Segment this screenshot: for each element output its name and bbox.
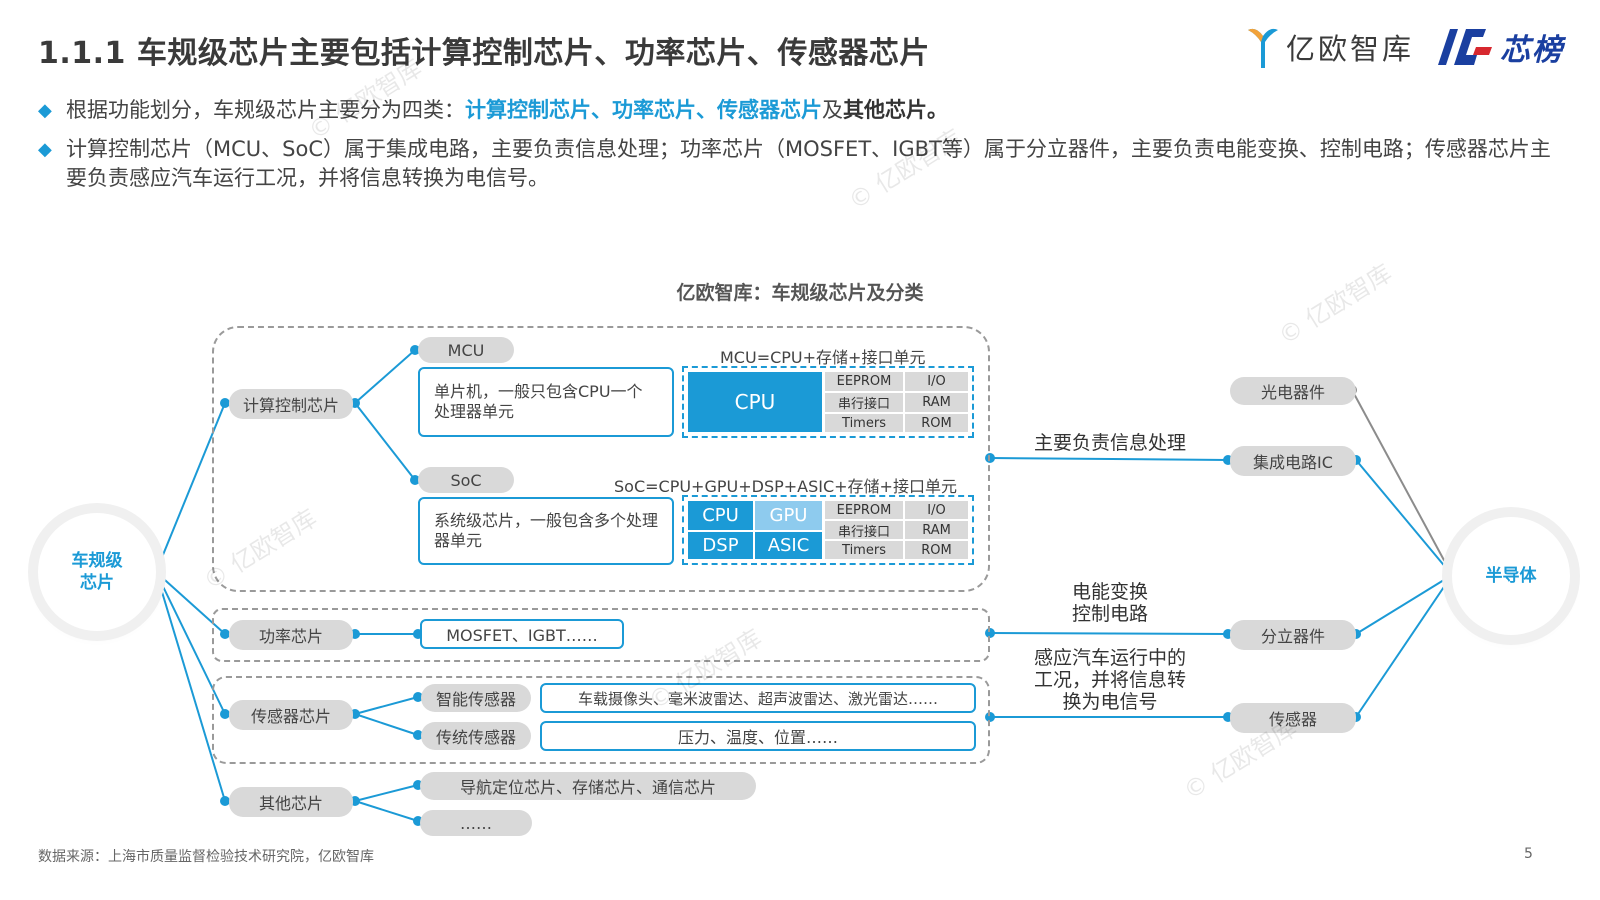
label-info-processing: 主要负责信息处理	[1033, 432, 1186, 454]
connector-opto-semi	[1351, 389, 1453, 576]
soc-asic-cell: ASIC	[755, 532, 822, 559]
mcu-ram-cell: RAM	[905, 393, 968, 412]
yiou-logo-text: 亿欧智库	[1286, 32, 1415, 66]
other-items-pill: 导航定位芯片、存储芯片、通信芯片	[420, 772, 756, 800]
node-power-chip: 功率芯片	[229, 620, 353, 650]
other-more-pill: ……	[420, 810, 532, 836]
node-integrated-circuit: 集成电路IC	[1230, 446, 1356, 476]
label-sensor-line-1: 感应汽车运行中的	[1033, 647, 1186, 669]
data-source: 数据来源：上海市质量监督检验技术研究院，亿欧智库	[38, 849, 374, 865]
soc-eeprom-cell: EEPROM	[825, 501, 903, 519]
bullet-1-text: 根据功能划分，车规级芯片主要分为四类：	[66, 98, 465, 122]
soc-serial-cell: 串行接口	[825, 521, 903, 540]
node-optoelectronic: 光电器件	[1230, 377, 1356, 405]
node-compute-chip: 计算控制芯片	[229, 389, 353, 419]
connector-other-items	[354, 784, 419, 802]
bullet-1-highlight-sensor: 传感器芯片	[717, 98, 822, 122]
power-group	[212, 608, 990, 662]
node-smart-sensor: 智能传感器	[421, 684, 531, 712]
soc-timers-cell: Timers	[825, 541, 903, 559]
mcu-rom-cell: ROM	[905, 414, 968, 432]
page-title: 1.1.1 车规级芯片主要包括计算控制芯片、功率芯片、传感器芯片	[38, 36, 930, 71]
page-number: 5	[1524, 846, 1533, 862]
mcu-io-cell: I/O	[905, 372, 968, 391]
root-node-label: 车规级 芯片	[71, 551, 123, 593]
bullet-1-and: 及	[822, 98, 843, 122]
connector-root-other	[155, 571, 226, 802]
yiou-logo: 亿欧智库	[1246, 22, 1414, 72]
bullet-1-highlight-compute: 计算控制芯片	[465, 98, 591, 122]
soc-gpu-cell: GPU	[755, 501, 822, 530]
diamond-bullet-icon: ◆	[38, 139, 52, 160]
compute-group	[212, 326, 990, 592]
connector-power-discrete	[989, 632, 1229, 635]
mcu-chip-block: CPU EEPROM I/O 串行接口 RAM Timers ROM	[682, 366, 974, 438]
sensor-group	[212, 676, 990, 764]
connector-other-more	[354, 800, 419, 822]
label-power-conversion: 电能变换 控制电路	[1020, 581, 1200, 625]
connector-sensor-smart	[354, 696, 419, 715]
connector-compute-soc	[354, 402, 416, 481]
bullet-1-sep: 、	[696, 98, 717, 122]
semiconductor-label: 半导体	[1485, 566, 1537, 586]
mcu-eeprom-cell: EEPROM	[825, 372, 903, 391]
connector-compute-mcu	[354, 349, 416, 404]
bullet-1: ◆ 根据功能划分，车规级芯片主要分为四类：计算控制芯片、功率芯片、传感器芯片及其…	[38, 96, 1568, 125]
connector-sensor-trad	[354, 713, 419, 736]
yiou-logo-icon	[1248, 28, 1278, 68]
node-trad-sensor: 传统传感器	[421, 722, 531, 750]
mcu-cpu-cell: CPU	[688, 372, 822, 432]
soc-description: 系统级芯片，一般包含多个处理器单元	[418, 497, 674, 565]
mcu-timers-cell: Timers	[825, 414, 903, 432]
label-power-line-2: 控制电路	[1071, 603, 1148, 625]
node-mcu: MCU	[418, 337, 514, 363]
label-sensor-line-3: 换为电信号	[1062, 691, 1158, 713]
node-other-chip: 其他芯片	[229, 787, 353, 817]
soc-dsp-cell: DSP	[688, 532, 753, 559]
mcu-formula: MCU=CPU+存储+接口单元	[720, 348, 926, 367]
semiconductor-node: 半导体	[1452, 517, 1570, 635]
connector-sensor-semi	[1355, 574, 1453, 718]
node-sensor-chip: 传感器芯片	[229, 700, 353, 730]
connector-info-ic	[989, 457, 1229, 461]
bullet-1-sep: 、	[591, 98, 612, 122]
xinbang-logo: 芯榜	[1436, 22, 1564, 72]
bullet-1-other: 其他芯片。	[843, 98, 948, 122]
power-items-box: MOSFET、IGBT……	[420, 619, 624, 649]
bullet-2: ◆ 计算控制芯片（MCU、SoC）属于集成电路，主要负责信息处理；功率芯片（MO…	[38, 135, 1568, 193]
smart-sensor-items: 车载摄像头、毫米波雷达、超声波雷达、激光雷达……	[540, 683, 976, 713]
soc-ram-cell: RAM	[905, 521, 968, 539]
soc-rom-cell: ROM	[905, 541, 968, 559]
mcu-serial-cell: 串行接口	[825, 393, 903, 412]
xinbang-logo-icon	[1438, 29, 1492, 65]
mcu-description: 单片机，一般只包含CPU一个处理器单元	[418, 367, 674, 437]
bullet-2-text: 计算控制芯片（MCU、SoC）属于集成电路，主要负责信息处理；功率芯片（MOSF…	[66, 137, 1551, 190]
soc-chip-block: CPU GPU DSP ASIC EEPROM I/O 串行接口 RAM Tim…	[682, 495, 974, 565]
node-discrete-device: 分立器件	[1230, 620, 1356, 650]
bullet-1-highlight-power: 功率芯片	[612, 98, 696, 122]
diamond-bullet-icon: ◆	[38, 100, 52, 121]
trad-sensor-items: 压力、温度、位置……	[540, 721, 976, 751]
soc-io-cell: I/O	[905, 501, 968, 519]
xinbang-logo-text: 芯榜	[1500, 33, 1564, 68]
node-sensor-right: 传感器	[1230, 703, 1356, 733]
label-power-line-1: 电能变换	[1071, 581, 1148, 603]
root-node-vehicle-chip: 车规级 芯片	[38, 513, 156, 631]
label-sensor-function: 感应汽车运行中的 工况，并将信息转 换为电信号	[1010, 647, 1210, 713]
soc-cpu-cell: CPU	[688, 501, 753, 530]
diagram-title: 亿欧智库：车规级芯片及分类	[676, 282, 924, 304]
connector-discrete-semi	[1355, 574, 1453, 635]
label-sensor-line-2: 工况，并将信息转	[1033, 669, 1186, 691]
node-soc: SoC	[418, 467, 514, 493]
connector-ic-semi	[1355, 459, 1453, 576]
soc-formula: SoC=CPU+GPU+DSP+ASIC+存储+接口单元	[614, 477, 957, 496]
